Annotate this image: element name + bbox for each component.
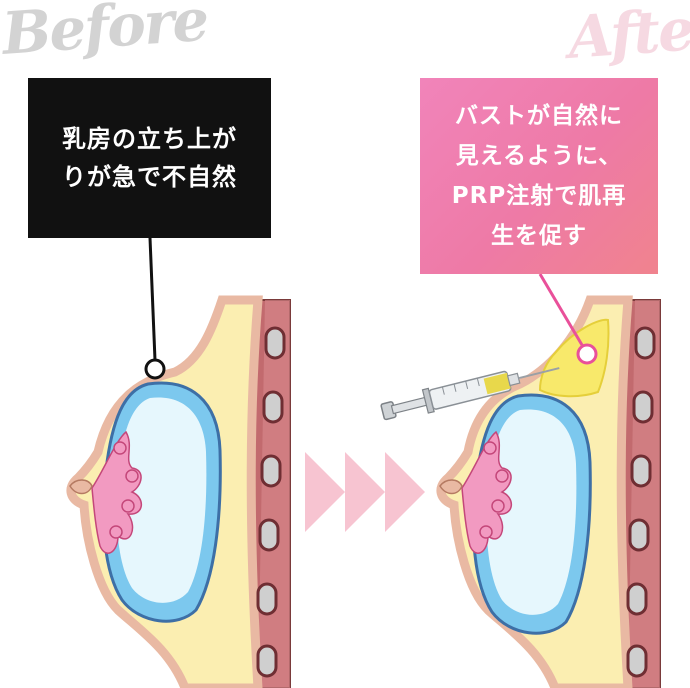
before-callout-line-1: 乳房の立ち上が	[62, 125, 237, 153]
after-callout: バストが自然に 見えるように、 PRP注射で肌再 生を促す	[420, 78, 658, 274]
syringe-icon	[380, 367, 560, 421]
before-implant-core	[116, 397, 207, 603]
after-callout-line-4: 生を促す	[491, 223, 587, 249]
after-gland	[461, 430, 512, 554]
after-callout-line-3: PRP注射で肌再	[451, 183, 627, 209]
before-ribs	[256, 326, 286, 678]
after-breast	[380, 273, 661, 688]
before-callout: 乳房の立ち上が りが急で不自然	[28, 78, 271, 238]
before-nipple	[69, 479, 93, 495]
after-callout-line-1: バストが自然に	[455, 103, 623, 129]
before-breast	[66, 237, 291, 688]
after-prp-filler	[538, 318, 610, 398]
after-nipple	[439, 479, 463, 495]
after-implant-core	[486, 409, 577, 615]
before-pointer-dot	[144, 358, 166, 380]
triple-chevron-arrow-icon	[305, 452, 425, 532]
after-ribs	[626, 326, 656, 678]
before-gland	[91, 430, 142, 554]
after-pointer-line	[538, 273, 584, 346]
before-pointer-line	[148, 237, 157, 361]
before-callout-line-2: りが急で不自然	[62, 163, 237, 191]
after-callout-line-2: 見えるように、	[455, 143, 623, 169]
after-pointer-dot	[576, 343, 598, 365]
